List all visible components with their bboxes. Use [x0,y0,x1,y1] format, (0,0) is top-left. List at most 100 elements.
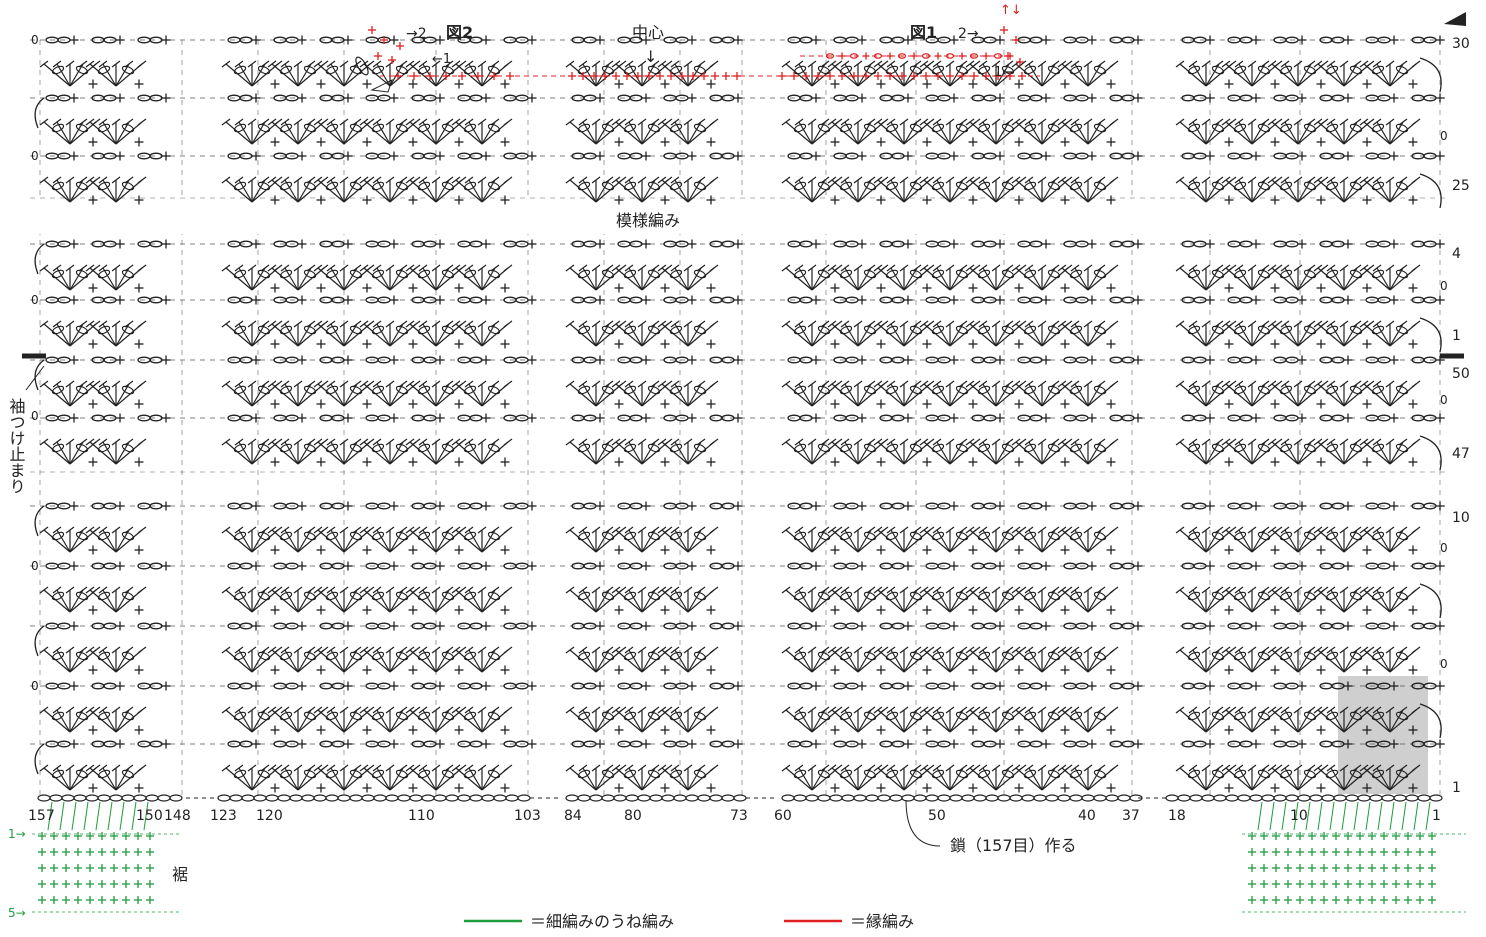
chain-loop [325,181,339,191]
chain-loop [487,531,501,541]
fan-stitch-bar [840,438,850,446]
fan-stitch-bar [1070,320,1080,328]
fan-stitch [115,267,130,291]
fan-stitch-bar [91,60,101,68]
fan-stitch-bar [971,60,981,68]
fan-stitch [1192,383,1207,407]
fan-stitch-bar [313,320,323,328]
fan-stitch [857,441,885,465]
fan-stitch [422,267,437,291]
chain-loop [349,443,363,453]
chain-loop [487,443,501,453]
fan-stitch [1251,179,1279,203]
fan-stitch [422,441,437,465]
fan-stitch [595,63,610,87]
fan-stitch-bar [339,60,349,68]
fan-stitch [844,63,859,87]
chain-loop [839,181,853,191]
fan-stitch-bar [1057,264,1067,272]
fan-stitch-bar [365,438,375,446]
fan-stitch-bar [411,380,421,388]
fan-stitch-bar [457,264,467,272]
fan-stitch-bar [794,380,804,388]
fan-stitch-bar [1359,176,1369,184]
fan-stitch-bar [965,380,975,388]
fan-stitch-bar [1017,60,1027,68]
fan-stitch-bar [1267,320,1277,328]
motif-row [781,239,1143,293]
fan-stitch [330,441,345,465]
fan-stitch [844,267,859,291]
chain-loop [601,123,615,133]
fan-stitch [641,179,669,203]
fan-stitch [1087,441,1115,465]
fan-stitch [1343,441,1358,465]
fan-stitch-bar [137,586,147,594]
fan-stitch-bar [991,264,1001,272]
chain-loop [1023,269,1037,279]
chain-loop [51,123,65,133]
fan-stitch-bar [111,526,121,534]
chain-loop [417,531,431,541]
chain-loop [257,123,271,133]
fan-stitch [890,383,905,407]
fan-stitch-bar [98,380,108,388]
fan-stitch [317,529,345,553]
fan-stitch-bar [978,60,988,68]
fan-stitch [687,267,715,291]
fan-stitch [923,63,951,87]
chain-loop [1023,443,1037,453]
motif-row [565,35,743,89]
fan-stitch-bar [405,526,415,534]
fan-stitch [1376,179,1391,203]
fan-stitch-bar [98,118,108,126]
motif-row [221,355,537,409]
fan-stitch-bar [1070,118,1080,126]
fan-stitch-bar [1083,320,1093,328]
fan-stitch [1028,441,1043,465]
fan-stitch [1343,121,1371,145]
fan-stitch [1284,179,1299,203]
fan-stitch-bar [1359,320,1369,328]
fan-stitch-bar [1109,526,1119,534]
chain-loop [693,385,707,395]
fan-stitch [389,529,404,553]
fan-stitch-bar [293,438,303,446]
fan-stitch-bar [1280,118,1290,126]
fan-stitch-bar [503,706,513,714]
chain-loop [977,531,991,541]
fan-stitch [455,267,483,291]
fan-stitch [785,323,813,347]
fan-stitch-bar [1326,176,1336,184]
fan-stitch [1028,179,1043,203]
fan-stitch [1192,267,1207,291]
fan-stitch [595,529,623,553]
fan-stitch [422,383,437,407]
fan-stitch [251,323,266,347]
fan-stitch-bar [1175,176,1185,184]
motif-row [1175,35,1445,89]
fan-stitch [877,121,905,145]
chain-loop [793,181,807,191]
fan-stitch [1363,383,1391,407]
chain-loop [441,443,455,453]
chain-loop [257,443,271,453]
fan-stitch [1015,179,1043,203]
fan-stitch-bar [339,526,349,534]
chain-loop [1371,65,1385,75]
fan-stitch-bar [365,60,375,68]
fan-stitch [422,121,437,145]
chain-loop [1279,181,1293,191]
fan-stitch [481,121,496,145]
chain-loop [647,325,661,335]
fan-stitch-bar [781,176,791,184]
fan-stitch [1238,267,1253,291]
fan-stitch [674,179,689,203]
fan-stitch-bar [418,60,428,68]
fan-stitch [481,383,509,407]
fan-stitch-bar [111,176,121,184]
fan-stitch-bar [1188,60,1198,68]
fan-stitch [595,121,610,145]
fan-stitch [674,529,689,553]
